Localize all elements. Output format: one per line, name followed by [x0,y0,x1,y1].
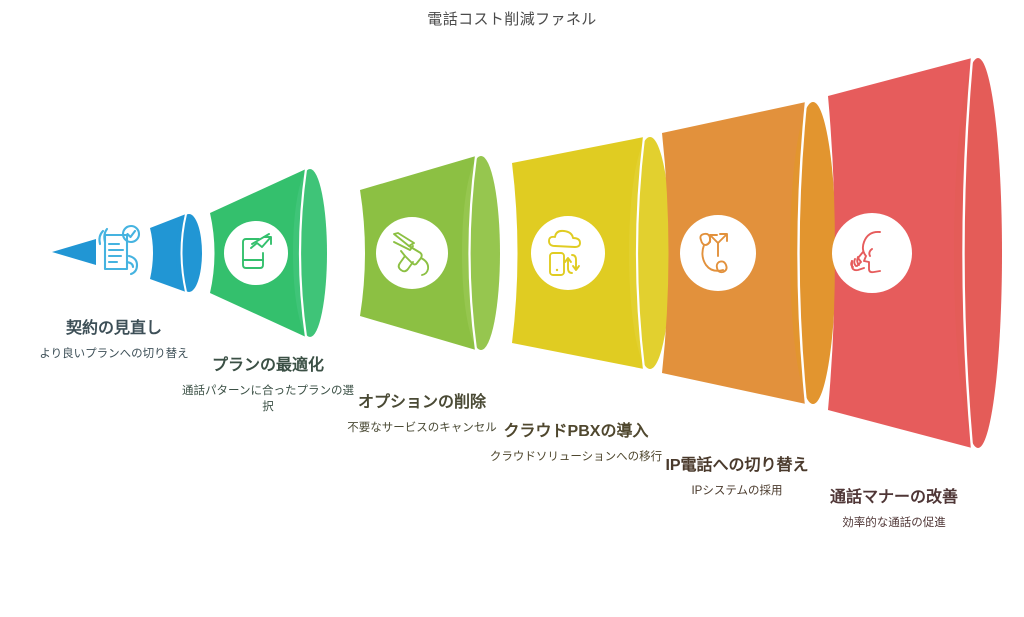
funnel-icon-bg-4 [531,216,605,290]
funnel-segment-1-cap [176,214,202,292]
page-title: 電話コスト削減ファネル [427,11,597,28]
funnel-segment-2-cap [293,169,327,337]
funnel-segment-6-cap [954,58,1002,448]
funnel-segment-6-cap-highlight [962,57,974,449]
funnel-segment-5-cap-highlight [797,101,808,405]
funnel-segment-1[interactable] [150,213,202,293]
funnel-segment-1-cap-highlight [180,213,187,293]
funnel-segment-4-cap [629,137,671,369]
funnel-icon-bg-2 [224,221,288,285]
handset-branch-arrows-icon [699,232,728,274]
funnel-segment-3-cap [462,156,500,350]
cloud-phone-sync-icon [548,229,581,276]
funnel-arrow-tip [52,239,96,265]
funnel-segment-5-cap [790,102,836,404]
contract-review-icon [98,224,141,276]
funnel-segment-3-cap-highlight [468,155,478,351]
funnel-icon-bg-6 [832,213,912,293]
speaking-etiquette-icon [850,230,881,274]
phone-growth-icon [242,233,272,269]
funnel-segment-4-cap-highlight [635,136,646,370]
funnel-icon-bg-3 [376,217,448,289]
funnel-segment-2-cap-highlight [298,168,308,338]
pruning-shears-icon [393,232,430,276]
